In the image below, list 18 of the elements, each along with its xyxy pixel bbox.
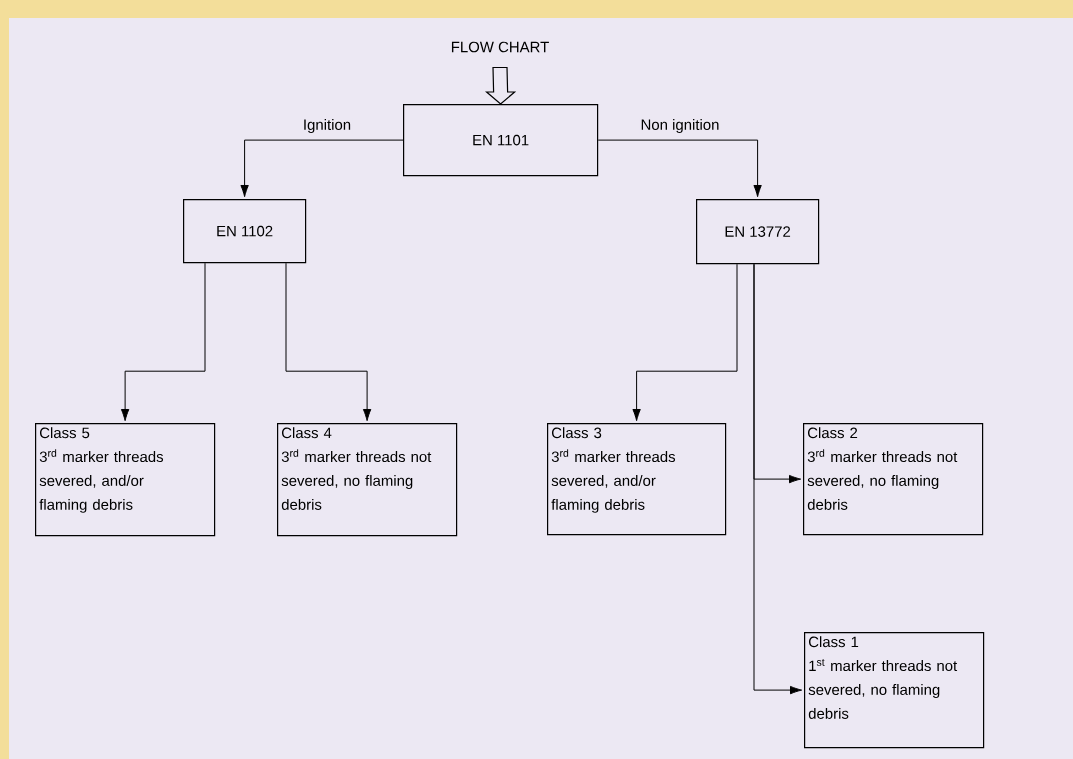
edge-label: Non ignition: [639, 118, 721, 134]
standard-box: EN 1101: [403, 104, 599, 177]
class-box: Class 5 3$^{rd}$ marker threads severed, and/or flaming debris: [35, 423, 216, 537]
standard-box: EN 13772: [696, 199, 820, 265]
arrow: [632, 263, 738, 422]
edge-label: Ignition: [301, 118, 353, 134]
standard-box: EN 1102: [183, 199, 307, 264]
class-box: Class 3 3$^{rd}$ marker threads severed, and/or flaming debris: [547, 423, 727, 536]
block-arrow: [485, 66, 517, 105]
class-box: Class 2 3$^{rd}$ marker threads not severed, no flaming debris: [803, 423, 984, 536]
arrow: [597, 139, 762, 198]
arrow: [240, 139, 404, 198]
arrow: [285, 262, 372, 422]
heading-text: FLOW CHART: [451, 41, 549, 53]
class-box: Class 4 3$^{rd}$ marker threads not severed, no flaming debris: [277, 423, 458, 537]
arrow: [120, 262, 206, 422]
class-box: Class 1 1$^{st}$ marker threads not severed, no flaming debris: [804, 632, 985, 749]
arrow: [753, 263, 803, 695]
